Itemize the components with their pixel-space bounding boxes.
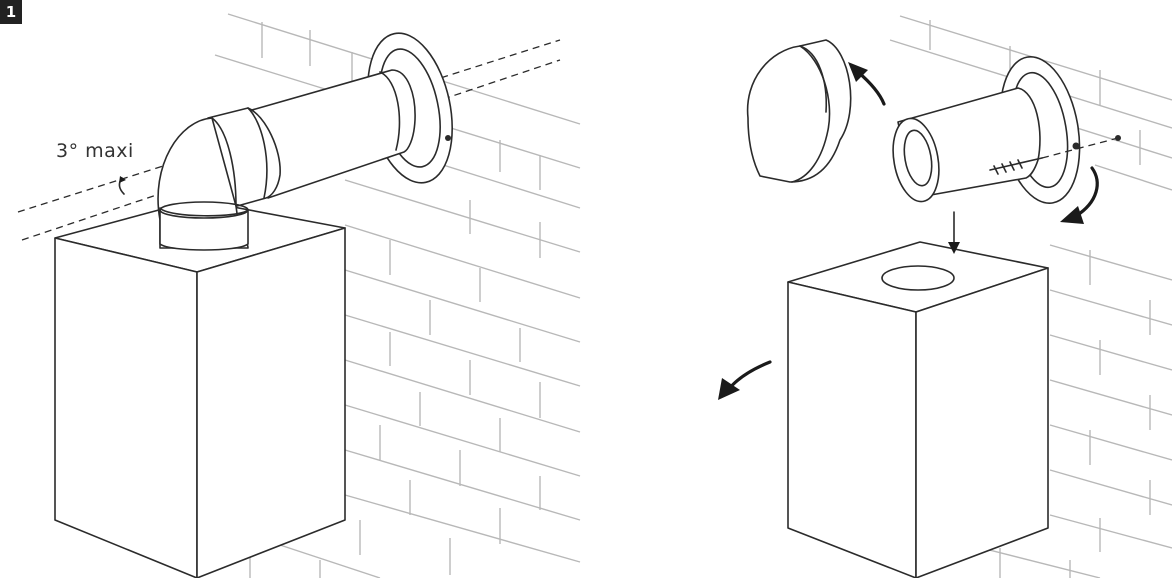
- left-flue-pipe: [157, 32, 453, 251]
- detached-elbow: [746, 39, 852, 183]
- move-away-arrow-icon: [718, 360, 772, 400]
- tilt-guide-lines: [17, 39, 561, 241]
- angle-annotation: 3° maxi: [56, 140, 134, 162]
- down-arrow-icon: [948, 211, 960, 254]
- right-boiler-box: [787, 241, 1049, 578]
- left-boiler-box: [54, 199, 346, 578]
- rotate-arrow-icon: [848, 62, 886, 106]
- twist-arrow-icon: [1060, 166, 1099, 224]
- step-badge: 1: [0, 0, 22, 24]
- right-wall-terminal: [892, 56, 1121, 204]
